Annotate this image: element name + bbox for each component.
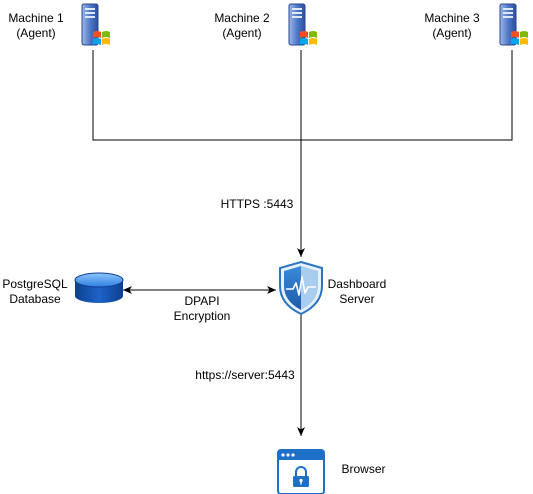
windows-server-icon[interactable]: [499, 3, 528, 46]
machine2-name: Machine 2: [214, 11, 270, 25]
db-server-line1: DPAPI: [184, 294, 220, 308]
machine1-role: (Agent): [16, 26, 56, 40]
server-name-line1: Dashboard: [327, 277, 387, 291]
database-name-line1: PostgreSQL: [2, 277, 68, 291]
server-name-line2: Server: [339, 292, 375, 306]
shield-server-icon[interactable]: [279, 260, 323, 316]
windows-server-icon[interactable]: [288, 3, 317, 46]
agents-bus: [92, 50, 513, 436]
machine3-name: Machine 3: [424, 11, 480, 25]
browser-label: Browser: [341, 462, 386, 476]
database-icon[interactable]: [74, 272, 124, 303]
machine3-link: [301, 50, 513, 141]
machine1-label: Machine 1 (Agent): [2, 11, 70, 41]
machine1-name: Machine 1: [8, 11, 64, 25]
db-server-line2: Encryption: [173, 309, 231, 323]
machine3-role: (Agent): [432, 26, 472, 40]
database-name-line2: Database: [9, 292, 61, 306]
machine2-label: Machine 2 (Agent): [208, 11, 276, 41]
machine3-label: Machine 3 (Agent): [418, 11, 486, 41]
database-label: PostgreSQL Database: [0, 277, 70, 307]
server-to-browser-label: https://server:5443: [195, 368, 295, 382]
machine1-link: [92, 50, 301, 141]
server-label: Dashboard Server: [322, 277, 392, 307]
windows-server-icon[interactable]: [81, 3, 110, 46]
agents-to-server-label: HTTPS :5443: [220, 197, 294, 211]
db-server-edge-label: DPAPI Encryption: [162, 294, 242, 324]
secure-browser-icon[interactable]: [277, 449, 325, 494]
machine2-role: (Agent): [222, 26, 262, 40]
